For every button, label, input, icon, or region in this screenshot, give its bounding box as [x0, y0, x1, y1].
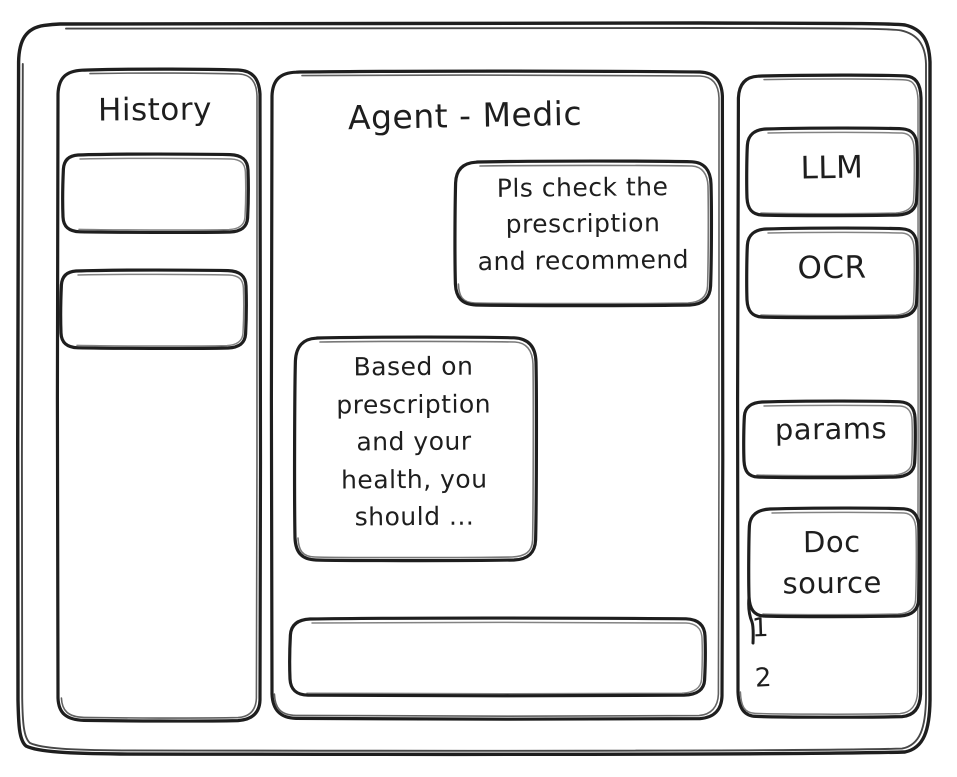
doc-source-card-label: Doc source [782, 524, 883, 601]
main-panel-outline [269, 69, 725, 721]
doc-source-connector [747, 595, 755, 645]
doc-source-item-1[interactable]: 1 [751, 612, 770, 644]
history-item-1-outline[interactable] [61, 152, 250, 235]
history-panel-outline [55, 67, 263, 723]
user-message-text: Pls check the prescription and recommend [477, 172, 690, 276]
user-message-bubble-outline [453, 159, 714, 308]
params-card-label: params [774, 411, 888, 447]
window-frame [16, 20, 933, 757]
history-item-2-outline[interactable] [59, 268, 248, 351]
history-panel-title: History [97, 91, 213, 129]
composer-input-outline[interactable] [288, 616, 707, 698]
right-sidebar-outline [735, 73, 924, 719]
params-card-outline[interactable] [742, 399, 917, 480]
llm-card-label: LLM [800, 149, 864, 187]
page-title: Agent - Medic [347, 93, 583, 138]
agent-message-text: Based on prescription and your health, y… [336, 351, 492, 532]
ocr-card-label: OCR [797, 249, 867, 287]
doc-source-card-outline[interactable] [747, 506, 921, 619]
llm-card-outline[interactable] [745, 126, 919, 218]
agent-message-bubble-outline [292, 335, 539, 563]
ocr-card-outline[interactable] [745, 226, 919, 320]
doc-source-item-2[interactable]: 2 [754, 662, 773, 694]
